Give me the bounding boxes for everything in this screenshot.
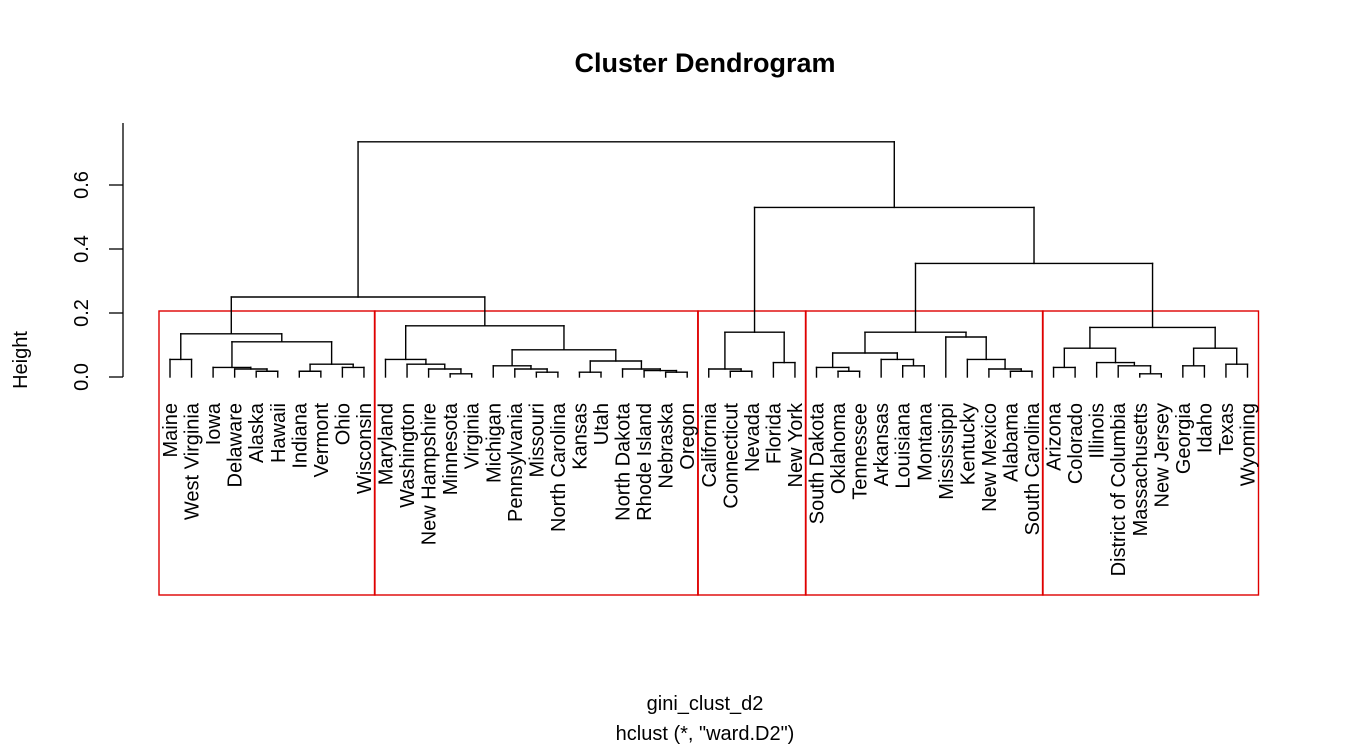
leaf-label: New Hampshire — [419, 403, 441, 545]
leaf-label: South Carolina — [1022, 402, 1044, 535]
leaf-label: Alaska — [246, 402, 268, 463]
leaf-label: West Virginia — [182, 402, 204, 520]
leaf-label: Colorado — [1065, 403, 1087, 484]
y-axis: 0.0 0.2 0.4 0.6 — [71, 123, 124, 391]
leaf-label: Hawaii — [268, 403, 290, 463]
leaf-label: North Carolina — [548, 402, 570, 532]
leaf-label: South Dakota — [807, 402, 829, 524]
chart-title: Cluster Dendrogram — [574, 48, 835, 78]
leaf-label: Mississippi — [936, 403, 958, 500]
leaf-label: Alabama — [1000, 402, 1022, 482]
leaf-label: Nevada — [742, 402, 764, 472]
leaf-label: Delaware — [225, 403, 247, 487]
y-tick-label: 0.0 — [71, 363, 93, 391]
leaf-label: Washington — [397, 403, 419, 508]
leaf-label: Idaho — [1194, 403, 1216, 453]
leaf-label: Iowa — [203, 402, 225, 445]
leaf-label: Michigan — [483, 403, 505, 483]
leaf-label: Wisconsin — [354, 403, 376, 494]
y-tick-label: 0.2 — [71, 299, 93, 327]
leaf-label: Kansas — [569, 403, 591, 470]
y-tick-label: 0.4 — [71, 235, 93, 263]
y-tick-label: 0.6 — [71, 171, 93, 199]
leaf-label: Ohio — [332, 403, 354, 445]
leaf-label: Wyoming — [1238, 403, 1260, 486]
leaf-label: Indiana — [289, 402, 311, 468]
leaf-label: Utah — [591, 403, 613, 445]
y-axis-label: Height — [10, 331, 32, 389]
leaf-label: Missouri — [526, 403, 548, 477]
leaf-label: California — [699, 402, 721, 487]
leaf-label: Virginia — [462, 402, 484, 469]
leaf-label: Texas — [1216, 403, 1238, 455]
method-subtitle: hclust (*, "ward.D2") — [616, 723, 795, 745]
leaf-label: New Mexico — [979, 403, 1001, 512]
leaf-label: Pennsylvania — [505, 402, 527, 522]
leaf-label: Arkansas — [871, 403, 893, 486]
leaf-label: New York — [785, 402, 807, 487]
leaf-label: Vermont — [311, 403, 333, 478]
leaf-label: Oklahoma — [828, 402, 850, 494]
leaf-label: Louisiana — [893, 402, 915, 489]
leaf-label: Illinois — [1087, 403, 1109, 459]
leaf-label: Maryland — [376, 403, 398, 485]
leaf-label: Montana — [914, 402, 936, 481]
leaf-label: Oregon — [677, 403, 699, 470]
leaf-label: New Jersey — [1151, 403, 1173, 507]
leaf-label: Arizona — [1044, 402, 1066, 471]
cluster-boxes — [158, 310, 1260, 596]
leaf-label: Connecticut — [720, 403, 742, 509]
x-axis-label: gini_clust_d2 — [647, 693, 764, 715]
leaf-label: Kentucky — [957, 403, 979, 485]
leaf-label: Georgia — [1173, 402, 1195, 474]
leaf-label: North Dakota — [613, 402, 635, 521]
leaf-label: Rhode Island — [634, 403, 656, 521]
leaf-label: Maine — [160, 403, 182, 457]
cluster-box — [1041, 310, 1260, 596]
leaf-label: Nebraska — [656, 402, 678, 488]
leaf-label: Florida — [763, 402, 785, 464]
leaf-label: Tennessee — [850, 403, 872, 500]
leaf-label: Massachusetts — [1130, 403, 1152, 536]
leaf-label: Minnesota — [440, 402, 462, 495]
dendrogram-tree — [169, 141, 1249, 378]
leaf-label: District of Columbia — [1108, 402, 1130, 576]
